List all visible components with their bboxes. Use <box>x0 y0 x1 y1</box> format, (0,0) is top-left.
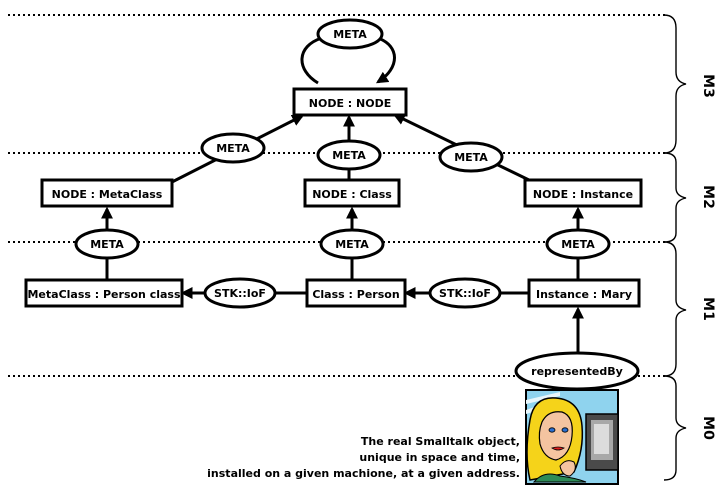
node-instance-mary: Instance : Mary <box>527 278 641 308</box>
caption-line-3: installed on a given machione, at a give… <box>207 467 520 480</box>
node-label: NODE : Instance <box>533 188 633 201</box>
relation-label: META <box>454 151 488 164</box>
relation-label: STK::IoF <box>214 287 266 300</box>
stk-iof-ellipse-right: STK::IoF <box>428 277 502 309</box>
meta-ellipse-top: META <box>316 18 384 50</box>
caption-line-1: The real Smalltalk object, <box>361 435 520 448</box>
meta-self-loop-edge <box>300 36 396 83</box>
node-metaclass-person-class: MetaClass : Person class <box>24 278 184 308</box>
relation-label: META <box>561 238 595 251</box>
node-instance: NODE : Instance <box>523 178 643 208</box>
node-class: NODE : Class <box>303 178 401 208</box>
node-label: MetaClass : Person class <box>27 288 180 301</box>
represented-by-ellipse: representedBy <box>514 351 640 391</box>
meta-ellipse-m3-left: META <box>200 132 266 164</box>
relation-label: META <box>333 28 367 41</box>
node-label: NODE : MetaClass <box>52 188 163 201</box>
relation-label: STK::IoF <box>439 287 491 300</box>
level-brace-m3 <box>663 14 687 154</box>
level-label-m0: M0 <box>700 416 716 440</box>
level-brace-m1 <box>663 241 687 377</box>
node-label: Class : Person <box>312 288 399 301</box>
relation-label: representedBy <box>531 365 623 378</box>
meta-ellipse-m3-middle: META <box>316 139 382 171</box>
relation-label: META <box>90 238 124 251</box>
meta-ellipse-m2-middle: META <box>319 228 385 260</box>
node-label: Instance : Mary <box>536 288 632 301</box>
meta-ellipse-m2-right: META <box>545 228 611 260</box>
level-label-m2: M2 <box>700 185 716 209</box>
relation-label: META <box>335 238 369 251</box>
relation-label: META <box>332 149 366 162</box>
node-label: NODE : Class <box>312 188 392 201</box>
meta-ellipse-m3-right: META <box>438 141 504 173</box>
level-label-m1: M1 <box>700 297 716 321</box>
node-class-person: Class : Person <box>305 278 407 308</box>
level-label-m3: M3 <box>700 74 716 98</box>
node-metaclass: NODE : MetaClass <box>40 178 174 208</box>
meta-ellipse-m2-left: META <box>74 228 140 260</box>
node-label: NODE : NODE <box>309 97 391 110</box>
relation-label: META <box>216 142 250 155</box>
caption-line-2: unique in space and time, <box>359 451 520 464</box>
stk-iof-ellipse-left: STK::IoF <box>203 277 277 309</box>
woman-at-computer-icon <box>525 389 619 485</box>
node-node-node: NODE : NODE <box>292 87 408 117</box>
level-brace-m0 <box>663 375 687 481</box>
level-brace-m2 <box>663 152 687 243</box>
